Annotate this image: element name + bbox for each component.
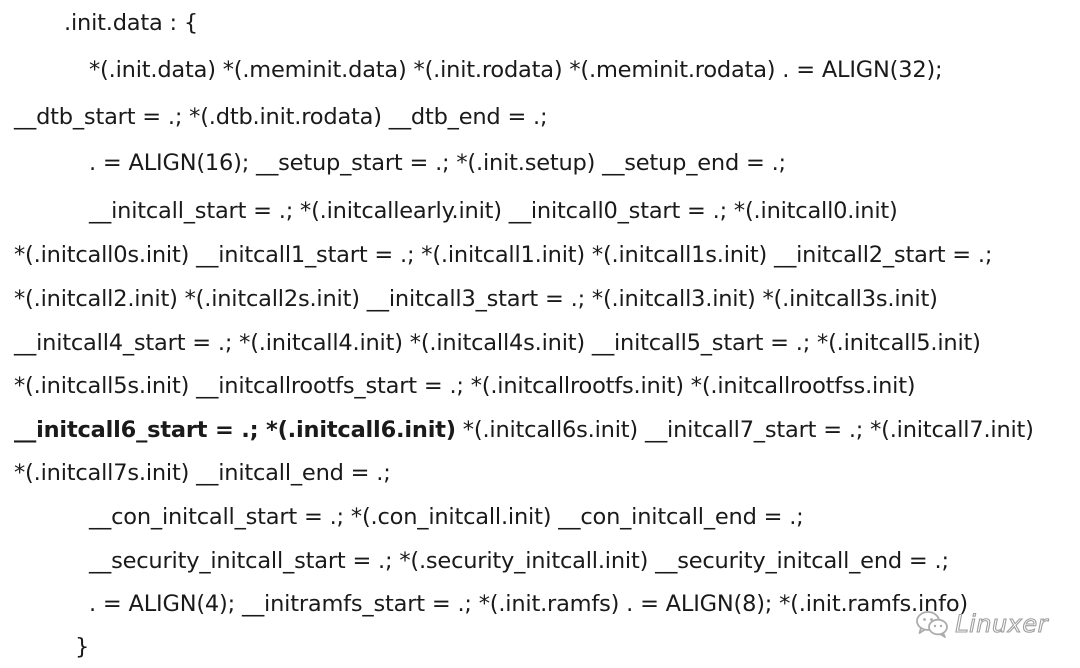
code-line-highlighted: __initcall6_start = .; *(.initcall6.init…: [14, 410, 1034, 450]
watermark-text: Linuxer: [955, 609, 1048, 638]
highlighted-code-segment: __initcall6_start = .; *(.initcall6.init…: [14, 417, 456, 443]
code-segment: *(.initcall6s.init) __initcall7_start = …: [455, 417, 1034, 443]
code-line: __initcall_start = .; *(.initcallearly.i…: [89, 198, 898, 224]
code-line: *(.initcall2.init) *(.initcall2s.init) _…: [14, 286, 938, 312]
code-line-section-header: .init.data : {: [64, 10, 198, 36]
code-line: . = ALIGN(4); __initramfs_start = .; *(.…: [89, 591, 968, 617]
code-line: __dtb_start = .; *(.dtb.init.rodata) __d…: [14, 104, 548, 130]
code-line: *(.init.data) *(.meminit.data) *(.init.r…: [89, 57, 943, 83]
code-line: __con_initcall_start = .; *(.con_initcal…: [89, 504, 804, 530]
watermark: Linuxer: [915, 604, 1048, 644]
code-line: *(.initcall0s.init) __initcall1_start = …: [14, 242, 993, 268]
code-line: *(.initcall7s.init) __initcall_end = .;: [14, 460, 391, 486]
code-line: __initcall4_start = .; *(.initcall4.init…: [14, 330, 981, 356]
code-line: *(.initcall5s.init) __initcallrootfs_sta…: [14, 373, 916, 399]
code-line: __security_initcall_start = .; *(.securi…: [89, 548, 949, 574]
wechat-icon: [915, 610, 949, 638]
code-line-closing-brace: }: [75, 634, 90, 660]
code-line: . = ALIGN(16); __setup_start = .; *(.ini…: [89, 150, 786, 176]
